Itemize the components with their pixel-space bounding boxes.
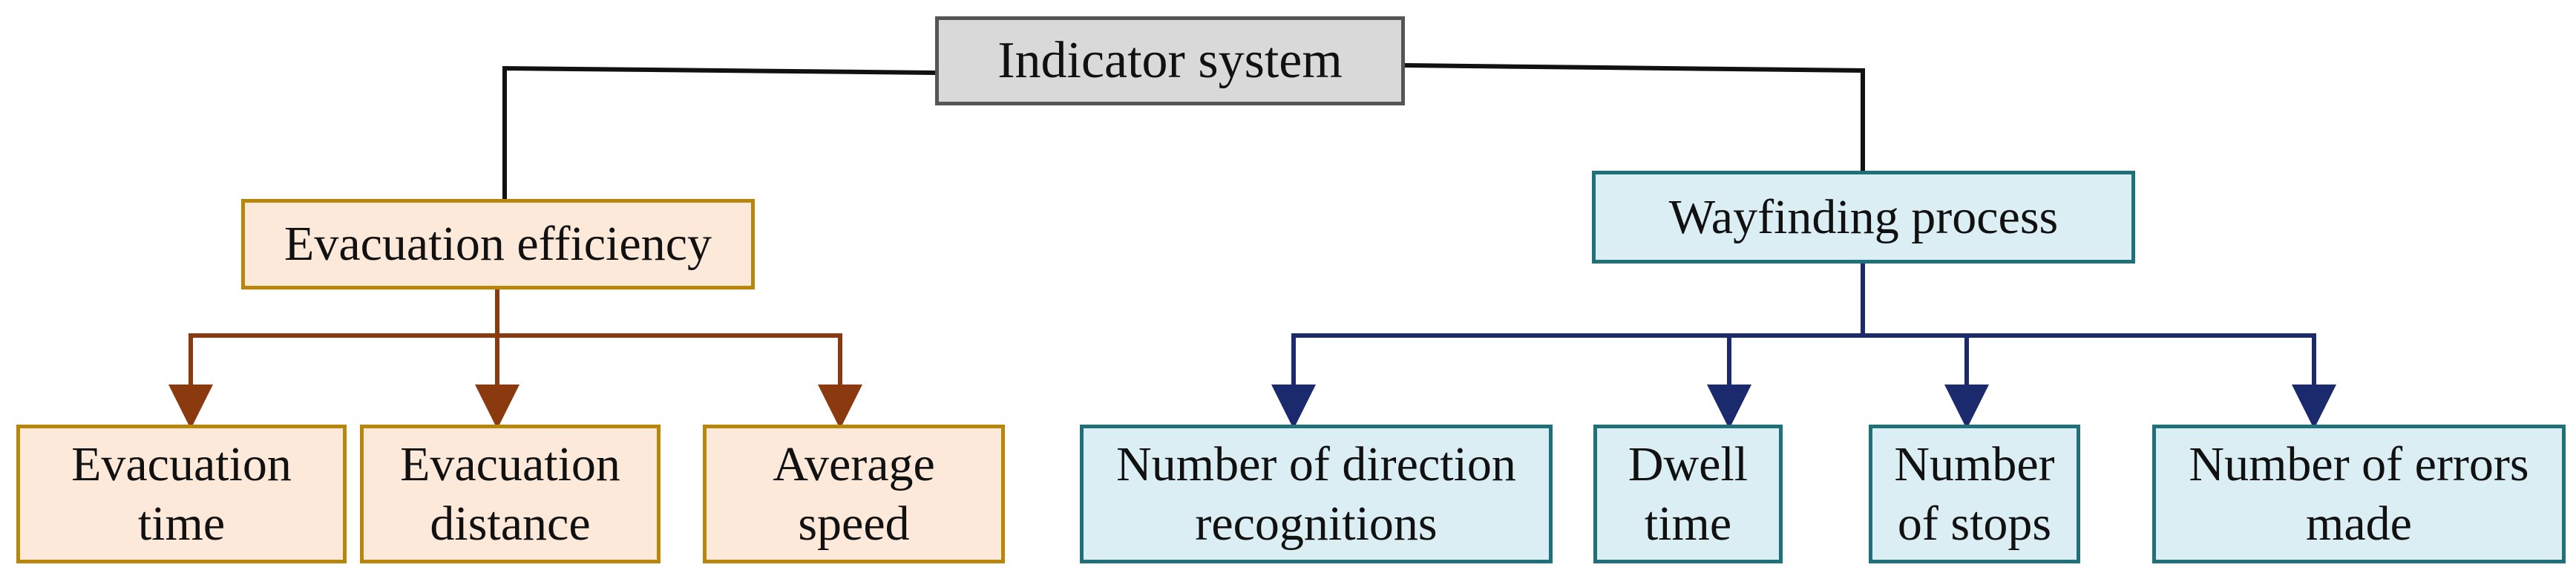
average-speed-node: Average speed (703, 425, 1005, 563)
root-to-efficiency-line (502, 65, 936, 199)
efficiency-branch (168, 290, 862, 429)
evacuation-time-node: Evacuation time (16, 425, 347, 563)
indicator-system-label: Indicator system (997, 32, 1343, 89)
number-of-stops-label: Number of stops (1894, 437, 2055, 551)
average-speed-label: Average speed (773, 437, 935, 551)
errors-made-label: Number of errors made (2189, 437, 2529, 551)
number-of-stops-node: Number of stops (1869, 425, 2080, 563)
root-to-wayfinding-line (1404, 63, 1865, 171)
indicator-system-node: Indicator system (935, 16, 1405, 105)
wayfinding-process-label: Wayfinding process (1668, 189, 2059, 244)
dwell-time-label: Dwell time (1628, 437, 1749, 551)
direction-recognitions-node: Number of direction recognitions (1080, 425, 1553, 563)
direction-recognitions-label: Number of direction recognitions (1116, 437, 1516, 551)
wayfinding-branch (1271, 264, 2336, 429)
evacuation-distance-label: Evacuation distance (400, 437, 620, 551)
errors-made-node: Number of errors made (2152, 425, 2566, 563)
evacuation-distance-node: Evacuation distance (360, 425, 661, 563)
evacuation-efficiency-label: Evacuation efficiency (284, 217, 712, 272)
wayfinding-process-node: Wayfinding process (1592, 171, 2135, 264)
evacuation-time-label: Evacuation time (71, 437, 292, 551)
evacuation-efficiency-node: Evacuation efficiency (241, 199, 755, 290)
dwell-time-node: Dwell time (1593, 425, 1783, 563)
